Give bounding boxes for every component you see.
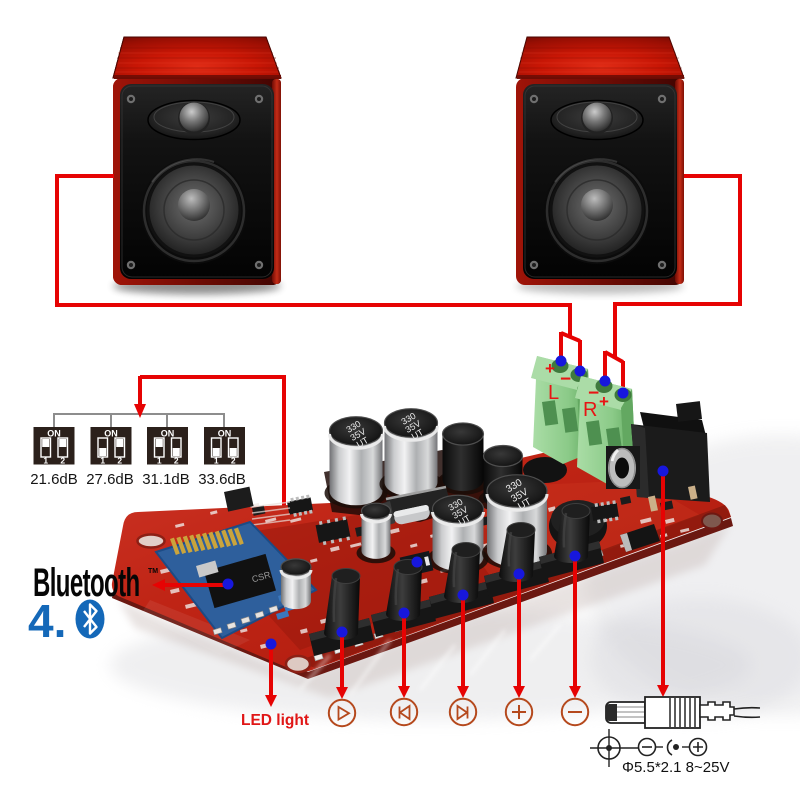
svg-text:2: 2 xyxy=(231,456,236,466)
svg-text:4.: 4. xyxy=(28,595,66,647)
svg-text:2: 2 xyxy=(117,456,122,466)
svg-text:Φ5.5*2.1 8~25V: Φ5.5*2.1 8~25V xyxy=(622,759,729,776)
svg-text:ON: ON xyxy=(218,429,232,439)
svg-text:LED light: LED light xyxy=(241,712,309,729)
svg-text:1: 1 xyxy=(43,456,48,466)
svg-text:L: L xyxy=(548,382,559,404)
svg-text:ON: ON xyxy=(104,429,118,439)
svg-text:ON: ON xyxy=(161,429,175,439)
svg-text:+: + xyxy=(599,392,609,411)
svg-text:−: − xyxy=(560,369,571,390)
svg-text:1: 1 xyxy=(214,456,219,466)
svg-text:1: 1 xyxy=(100,456,105,466)
svg-text:Bluetooth: Bluetooth xyxy=(33,560,140,605)
svg-text:1: 1 xyxy=(157,456,162,466)
svg-text:2: 2 xyxy=(60,456,65,466)
svg-text:21.6dB: 21.6dB xyxy=(30,471,78,488)
svg-text:TM: TM xyxy=(148,568,158,575)
svg-text:2: 2 xyxy=(174,456,179,466)
svg-text:ON: ON xyxy=(47,429,61,439)
svg-text:+: + xyxy=(545,359,555,378)
svg-text:31.1dB: 31.1dB xyxy=(142,471,190,488)
svg-text:R: R xyxy=(583,399,597,421)
svg-text:33.6dB: 33.6dB xyxy=(198,471,246,488)
svg-text:−: − xyxy=(588,383,599,404)
svg-text:27.6dB: 27.6dB xyxy=(86,471,134,488)
